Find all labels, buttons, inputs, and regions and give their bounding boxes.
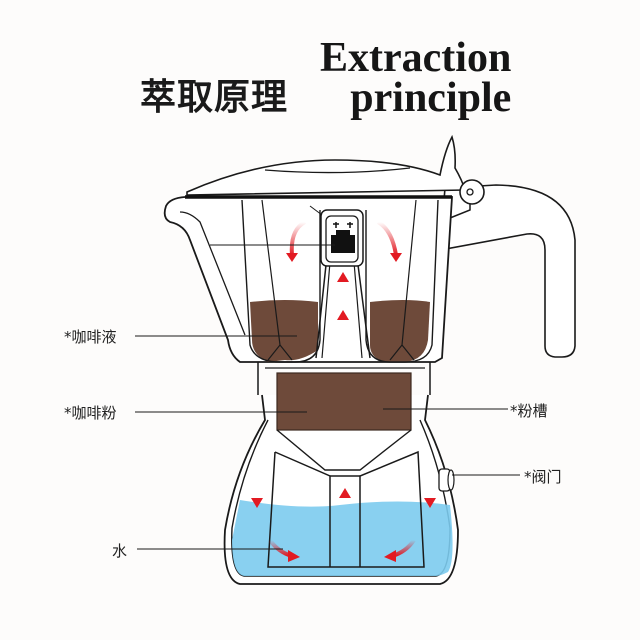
handle (439, 184, 576, 358)
coffee-liquid-left (250, 300, 318, 362)
arrow-curve-left (289, 220, 307, 256)
title-english: Extraction principle (320, 35, 512, 121)
funnel (276, 429, 412, 471)
valve-block (331, 235, 355, 253)
label-coffee-liquid: *咖啡液 (64, 328, 117, 346)
arrow-curve-right (376, 220, 398, 256)
coffee-powder-basket (276, 372, 412, 431)
label-coffee-powder: *咖啡粉 (64, 404, 117, 422)
label-valve: *阀门 (524, 468, 562, 486)
title-english-line2: principle (350, 75, 512, 121)
coffee-liquid-right (370, 300, 430, 362)
title-chinese: 萃取原理 (140, 76, 289, 118)
water (232, 500, 453, 576)
label-water: 水 (112, 542, 128, 560)
label-powder-funnel: *粉槽 (510, 402, 548, 420)
lid (186, 134, 467, 196)
title-english-line1: Extraction (320, 35, 512, 81)
